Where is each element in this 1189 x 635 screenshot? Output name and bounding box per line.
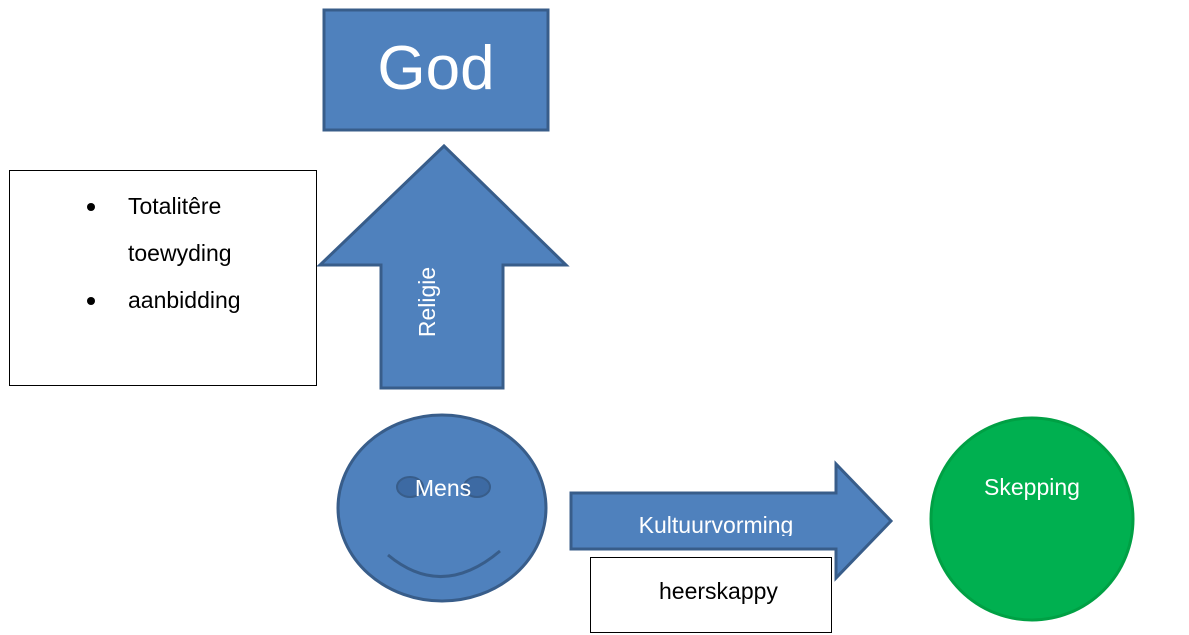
bullet-icon — [87, 297, 95, 305]
right-eye — [463, 476, 491, 498]
creation-circle — [929, 416, 1135, 622]
god-box — [322, 8, 550, 132]
human-circle — [336, 413, 548, 603]
religion-label: Religie — [414, 267, 440, 337]
smile — [387, 549, 501, 578]
creation-label: Skepping — [984, 474, 1080, 500]
culture-label: Kultuurvorming — [639, 512, 794, 538]
notes-list: Totalitêre toewyding aanbidding — [10, 183, 298, 324]
culture-arrow — [569, 460, 894, 582]
notes-box: Totalitêre toewyding aanbidding — [9, 170, 317, 386]
list-item: Totalitêre toewyding — [10, 183, 298, 277]
left-eye — [396, 476, 424, 498]
religion-arrow — [316, 143, 570, 390]
dominion-label: heerskappy — [659, 578, 778, 604]
dominion-box: heerskappy — [590, 557, 832, 633]
god-label: God — [377, 34, 494, 103]
list-item: aanbidding — [10, 277, 298, 324]
bullet-icon — [87, 203, 95, 211]
human-label: Mens — [415, 475, 471, 501]
